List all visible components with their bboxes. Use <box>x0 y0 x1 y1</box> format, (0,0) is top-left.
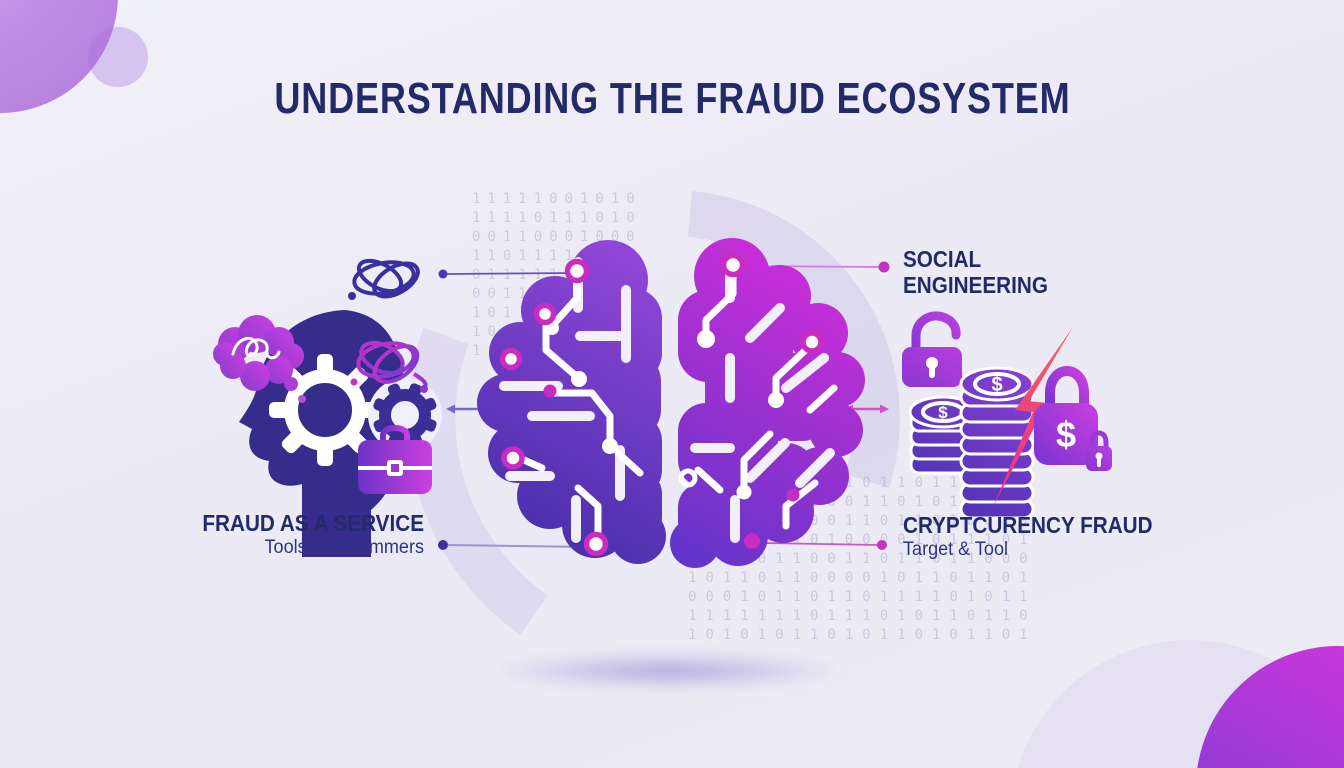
circuit-brain-icon <box>477 238 865 568</box>
page-title: UNDERSTANDING THE FRAUD ECOSYSTEM <box>273 74 1071 123</box>
binary-row: 11111001010 <box>472 191 642 207</box>
briefcase-icon <box>358 424 432 494</box>
crypto-fraud-subtitle: Target & Tool <box>903 539 1009 560</box>
label-social-engineering: SOCIAL ENGINEERING <box>903 246 1133 298</box>
label-cryptocurrency-fraud: CRYPTCURENCY FRAUD Target & Tool <box>903 512 1183 562</box>
binary-row: 10110110000101101101 <box>688 570 1037 586</box>
connector-dot-bottom-left <box>438 540 448 550</box>
binary-row: 11111110111010110110 <box>688 608 1037 624</box>
fraud-service-title: FRAUD AS A SERVICE <box>202 510 424 536</box>
binary-row: 10101011010110101101 <box>688 627 1037 643</box>
binary-row: 00000110011011011000 <box>688 551 1037 567</box>
binary-row: 00010110110111101011 <box>688 589 1037 605</box>
brain-node-ring-white <box>678 468 698 488</box>
label-fraud-as-a-service: FRAUD AS A SERVICE Tools for Scammers <box>150 510 424 560</box>
small-padlock-icon <box>1086 430 1112 471</box>
brain-edge-nodes <box>499 252 824 557</box>
fraud-service-subtitle: Tools for Scammers <box>264 537 424 558</box>
brain-junction-dots <box>545 321 784 500</box>
scribble-tangle-icon-indigo <box>348 258 420 300</box>
connector-dot-top-right <box>878 261 890 273</box>
lightning-bolt-icon <box>993 327 1073 507</box>
dollar-symbol: $ <box>991 374 1002 396</box>
thought-bubble-icon <box>213 315 306 403</box>
scribble-tangle-icon-magenta <box>350 340 428 393</box>
coin-stacks-icon: $ $ <box>908 366 1035 520</box>
connector-dot-top-left <box>438 269 448 279</box>
binary-row: 11110111010 <box>472 210 642 226</box>
dollar-symbol: $ <box>938 403 948 422</box>
brain-magenta-dots <box>543 384 800 549</box>
crypto-fraud-title: CRYPTCURENCY FRAUD <box>903 512 1153 538</box>
brain-shadow <box>488 652 848 690</box>
coin-stack-tall: $ <box>959 366 1035 520</box>
brain-right-hemisphere <box>670 238 865 568</box>
binary-row: 00110001000 <box>472 229 642 245</box>
dollar-symbol: $ <box>1056 414 1076 455</box>
open-padlock-icon <box>902 311 962 387</box>
dollar-padlock-icon: $ <box>1034 365 1098 465</box>
connector-dot-bottom-right <box>877 540 887 550</box>
social-engineering-title: SOCIAL ENGINEERING <box>903 246 1048 298</box>
